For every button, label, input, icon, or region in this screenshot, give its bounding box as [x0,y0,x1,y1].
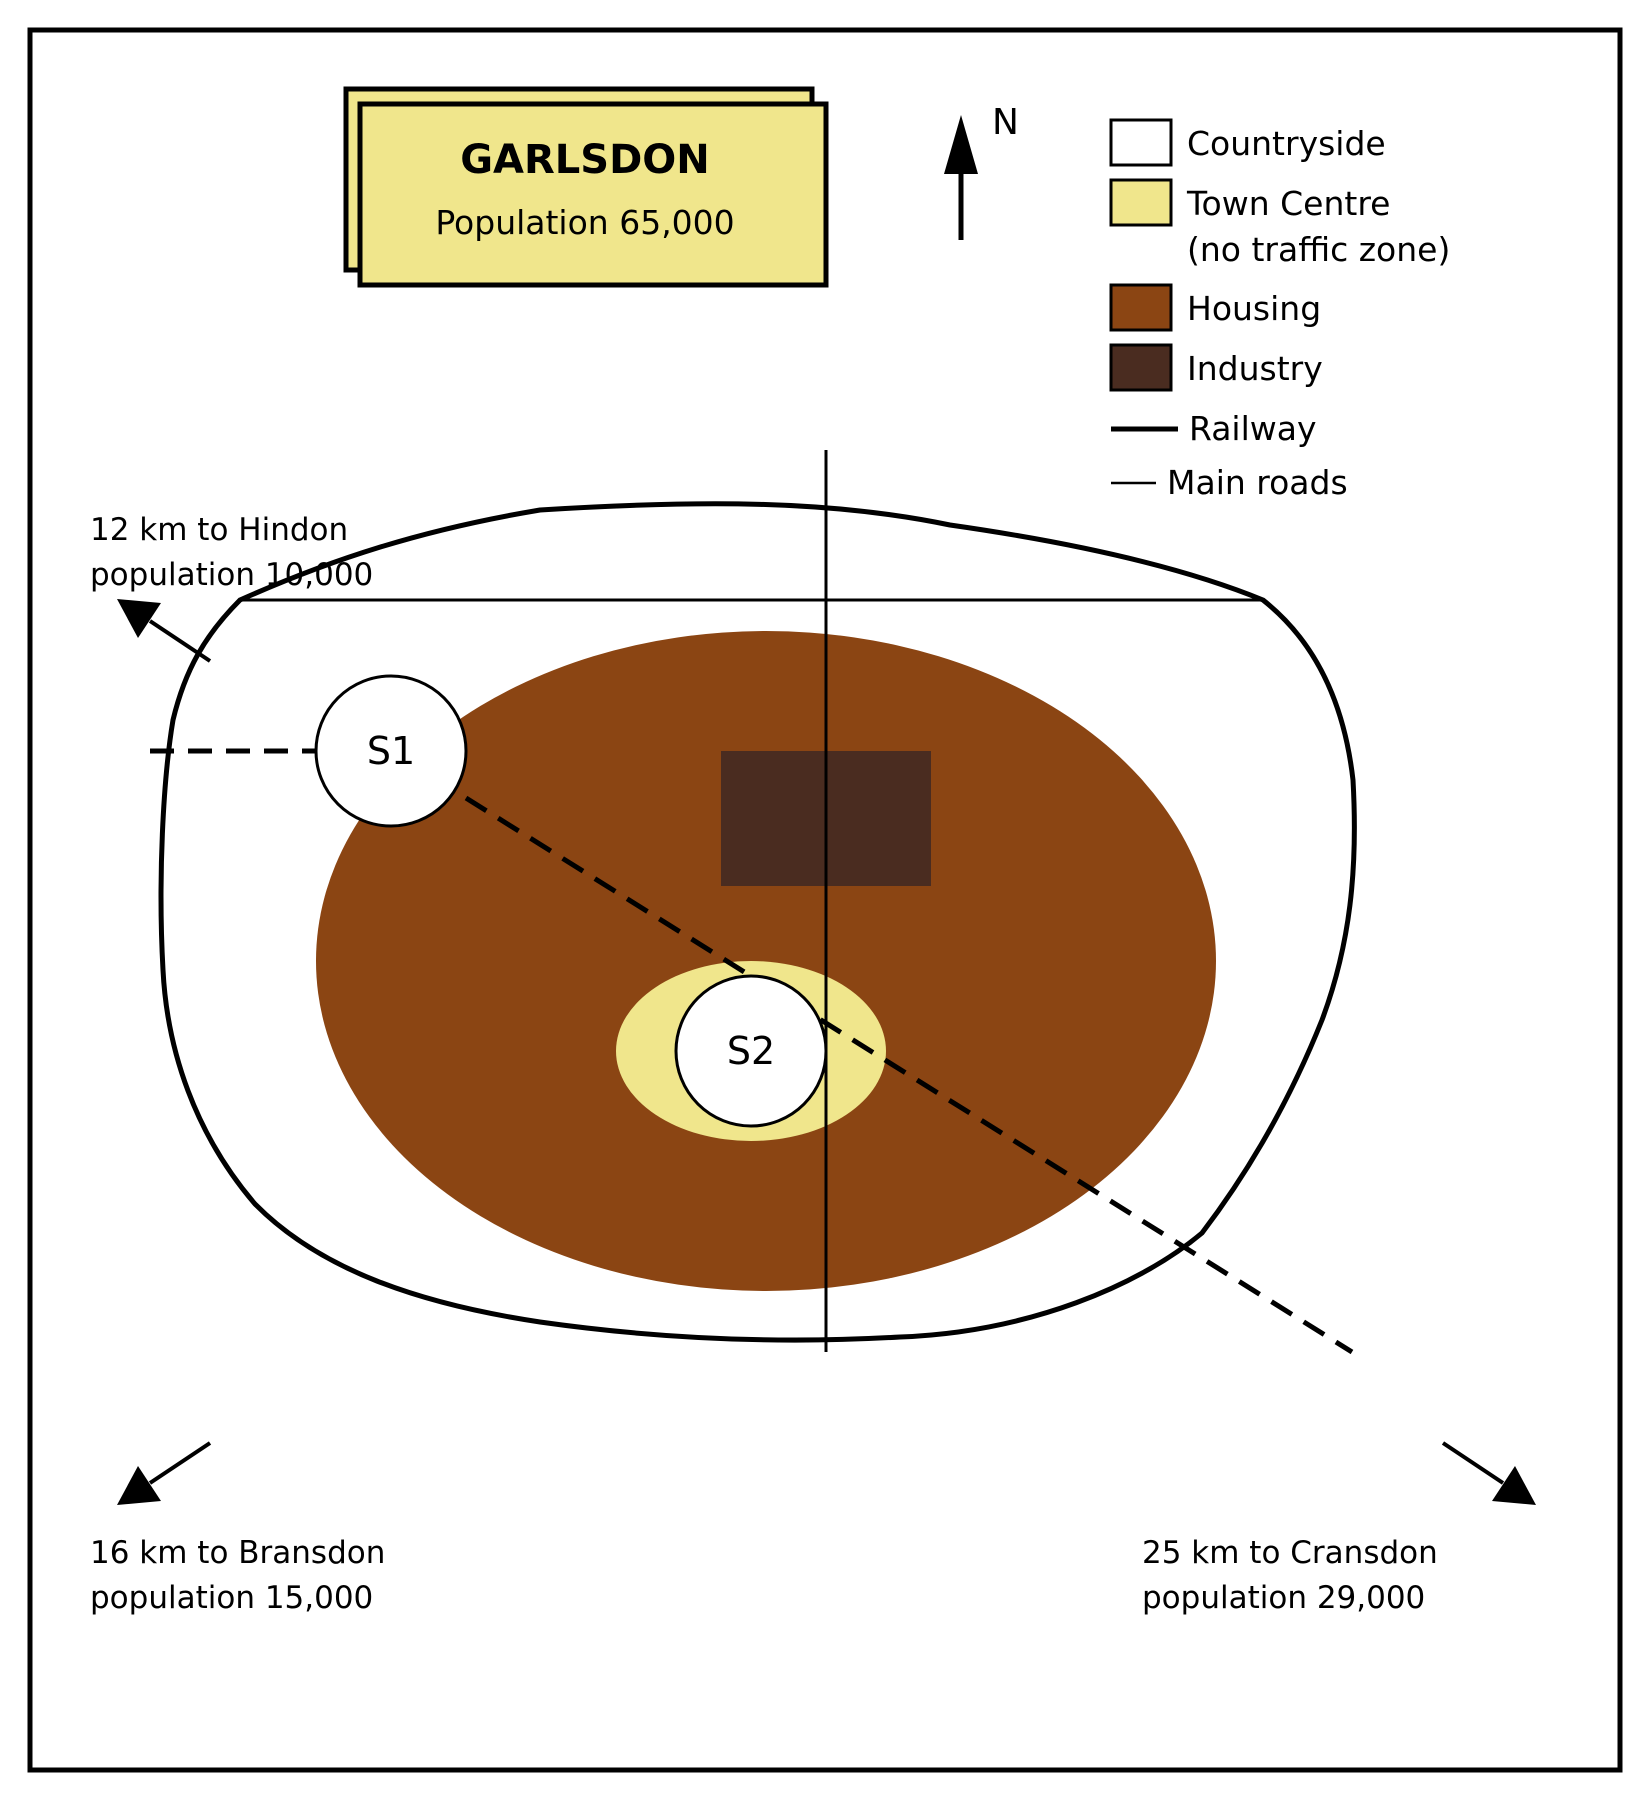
site-s2[interactable]: S2 [674,974,828,1128]
arrow-to-bransdon [117,1441,212,1505]
legend-label-industry: Industry [1187,349,1323,388]
north-arrow: N [944,102,1019,240]
arrow-to-cransdon-head-icon [1492,1466,1536,1505]
legend-swatch-town-centre [1109,178,1173,227]
arrow-to-bransdon-head-icon [117,1466,161,1505]
legend: Countryside Town Centre (no traffic zone… [1109,118,1450,502]
arrow-to-cransdon-shaft [1441,1441,1505,1485]
site-s2-marker[interactable] [674,974,828,1128]
north-label: N [992,102,1019,143]
legend-label-countryside: Countryside [1187,124,1386,163]
site-s1-marker[interactable] [314,674,468,828]
arrow-to-hindon-shaft [148,619,212,663]
legend-swatch-housing [1109,283,1173,332]
hindon-distance: 12 km to Hindon [90,512,348,548]
legend-swatch-industry [1109,343,1173,392]
town-title: GARLSDON [460,137,710,183]
cransdon-distance: 25 km to Cransdon [1142,1535,1438,1571]
arrow-to-hindon [117,599,212,663]
bransdon-population: population 15,000 [90,1580,373,1616]
railway-main-line [464,795,1354,1355]
cransdon-population: population 29,000 [1142,1580,1425,1616]
hindon-population: population 10,000 [90,557,373,593]
site-s1-label: S1 [367,729,415,773]
bransdon-distance: 16 km to Bransdon [90,1535,385,1571]
arrow-to-cransdon [1441,1441,1536,1505]
legend-label-housing: Housing [1187,289,1321,328]
title-box-front-card [357,101,829,288]
title-box: GARLSDON Population 65,000 [343,86,829,288]
site-s1[interactable]: S1 [314,674,468,828]
legend-label-railway: Railway [1189,409,1317,448]
legend-label-town-centre-note: (no traffic zone) [1187,230,1450,269]
arrow-to-bransdon-shaft [148,1441,212,1485]
arrow-to-hindon-head-icon [117,599,161,638]
town-population: Population 65,000 [435,203,734,242]
legend-swatch-countryside [1109,118,1173,167]
legend-label-main-roads: Main roads [1167,463,1348,502]
site-s2-label: S2 [727,1029,775,1073]
legend-label-town-centre: Town Centre [1186,184,1390,223]
north-arrow-head-icon [944,115,978,174]
